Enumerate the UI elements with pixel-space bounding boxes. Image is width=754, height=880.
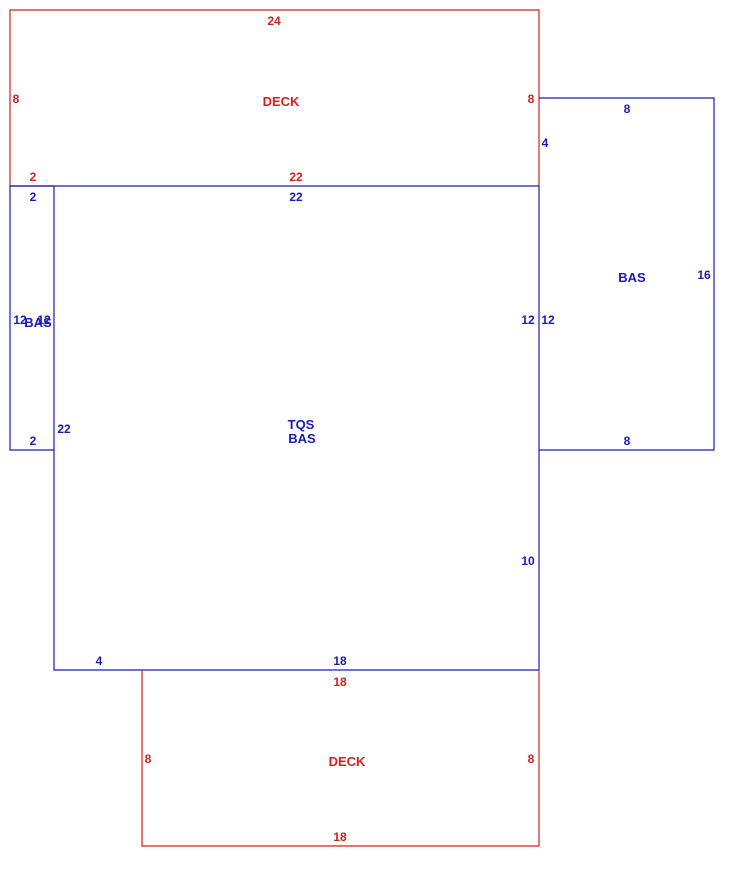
main-label-line2: BAS <box>288 431 316 446</box>
deck-bottom-dim-left: 8 <box>145 752 152 766</box>
main-dim-right-upper: 12 <box>521 313 535 327</box>
left-bas-dim-top: 2 <box>30 190 37 204</box>
deck-top-dim-right: 8 <box>528 92 535 106</box>
left-bas-dim-right: 12 <box>37 313 51 327</box>
deck-top-dim-left: 8 <box>13 92 20 106</box>
deck-top-dim-bottom: 22 <box>289 170 303 184</box>
deck-top-label: DECK <box>263 94 300 109</box>
left-bas <box>9 185 54 451</box>
main-dim-bottom-left: 4 <box>96 654 103 668</box>
main-dim-right-lower: 10 <box>521 554 535 568</box>
deck-bottom-label: DECK <box>329 754 366 769</box>
left-bas-dim-bottom: 2 <box>30 434 37 448</box>
main-label-line1: TQS <box>288 417 315 432</box>
left-bas-label: BAS <box>24 315 52 330</box>
right-bas <box>539 97 715 451</box>
right-bas-dim-left: 12 <box>541 313 555 327</box>
right-bas-dim-left-upper: 4 <box>542 136 549 150</box>
deck-bottom <box>141 670 540 847</box>
main-dim-left: 22 <box>57 422 71 436</box>
deck-bottom-dim-right: 8 <box>528 752 535 766</box>
right-bas-dim-bottom: 8 <box>624 434 631 448</box>
left-bas-dim-left: 12 <box>13 313 27 327</box>
deck-top-dim-bottom-left: 2 <box>30 170 37 184</box>
right-bas-label: BAS <box>618 270 646 285</box>
deck-top-dim-top: 24 <box>267 14 281 28</box>
main-dim-bottom: 18 <box>333 654 347 668</box>
right-bas-dim-top: 8 <box>624 102 631 116</box>
deck-bottom-dim-bottom: 18 <box>333 830 347 844</box>
deck-bottom-dim-top: 18 <box>333 675 347 689</box>
right-bas-dim-right: 16 <box>697 268 711 282</box>
main-dim-top: 22 <box>289 190 303 204</box>
